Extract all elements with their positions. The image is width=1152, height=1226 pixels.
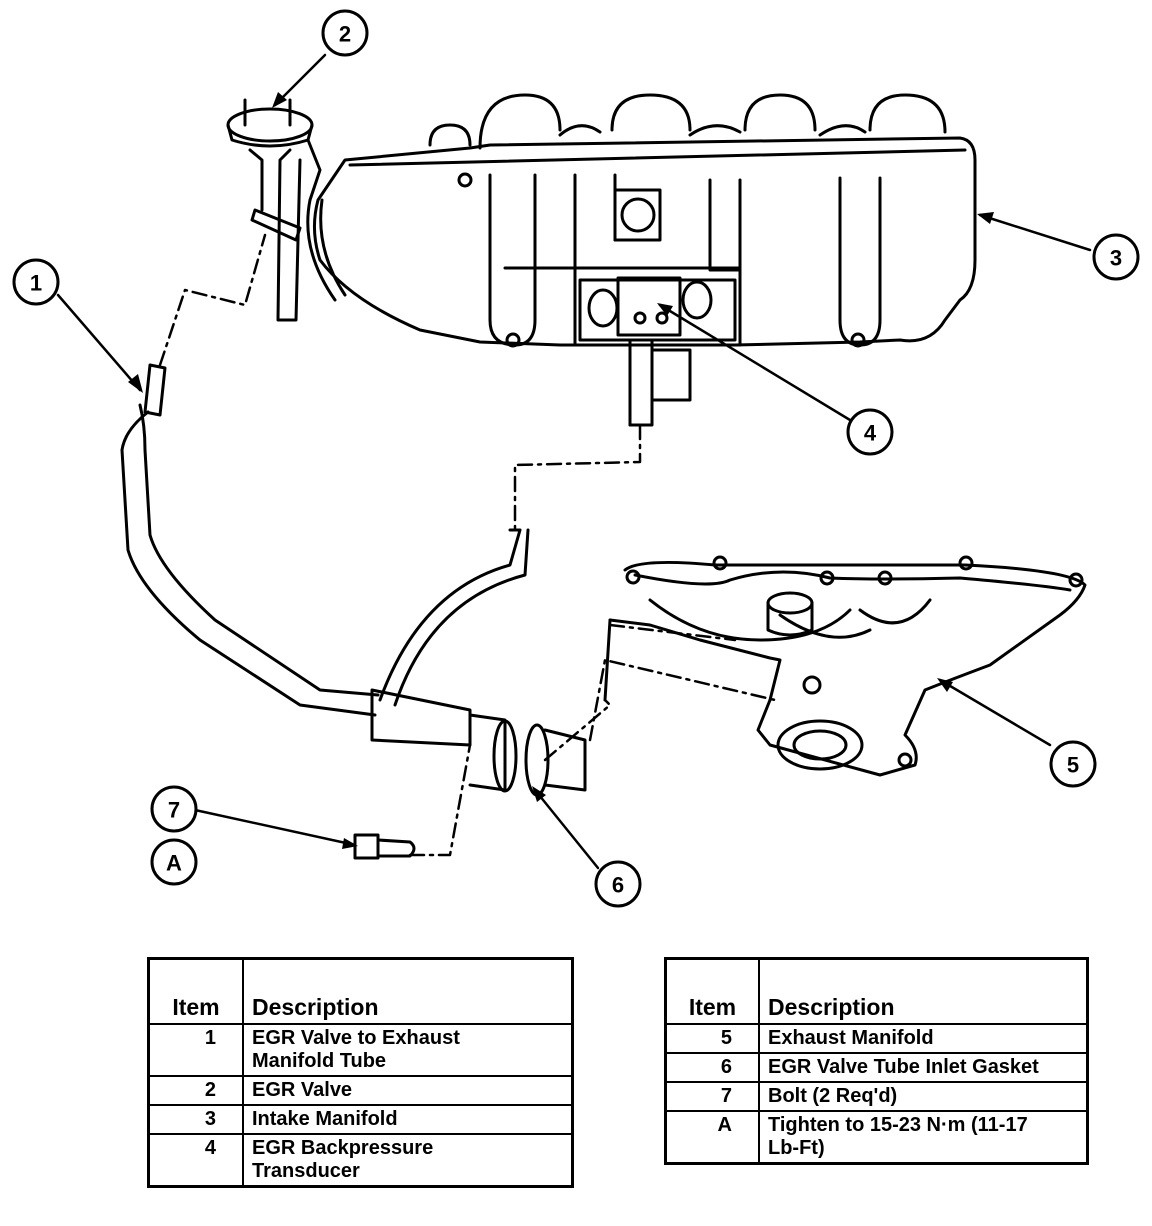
bolt-drawing — [353, 833, 416, 860]
legend-row: 7 Bolt (2 Req'd) — [664, 1081, 1089, 1112]
callout-label-6: 6 — [612, 873, 624, 898]
legend-item-number: 2 — [147, 1075, 244, 1106]
callout-label-a: A — [166, 851, 182, 876]
alignment-lines — [158, 233, 777, 857]
legend-table-right: Item Description 5 Exhaust Manifold 6 EG… — [664, 957, 1089, 1165]
leader-arrowheads — [128, 92, 994, 849]
legend-item-number: 1 — [147, 1023, 244, 1077]
legend-row: 5 Exhaust Manifold — [664, 1023, 1089, 1054]
legend-item-description: EGR Valve — [242, 1075, 574, 1106]
callout-circle-5 — [1049, 740, 1097, 788]
legend-item-description: Intake Manifold — [242, 1104, 574, 1135]
legend-header-description: Description — [242, 957, 574, 1025]
leader-lines — [56, 53, 1092, 870]
callout-circle-a — [150, 838, 198, 886]
egr-backpressure-transducer-drawing — [503, 266, 742, 427]
egr-valve-drawing — [226, 98, 347, 322]
callout-label-1: 1 — [30, 271, 42, 296]
callout-circle-6 — [594, 860, 642, 908]
exhaust-manifold-drawing — [603, 555, 1087, 777]
callout-label-5: 5 — [1067, 753, 1079, 778]
legend-item-number: A — [664, 1110, 760, 1165]
callout-label-2: 2 — [339, 22, 351, 47]
legend-header-row: Item Description — [664, 957, 1089, 1025]
intake-manifold-drawing — [313, 93, 977, 348]
legend-header-item: Item — [664, 957, 760, 1025]
callout-circle-1 — [12, 258, 60, 306]
legend-item-number: 3 — [147, 1104, 244, 1135]
legend-item-number: 4 — [147, 1133, 244, 1188]
legend-item-number: 7 — [664, 1081, 760, 1112]
legend-item-number: 6 — [664, 1052, 760, 1083]
callout-circle-4 — [846, 408, 894, 456]
egr-system-diagram: 2 1 3 4 5 6 7 A — [12, 9, 1140, 908]
legend-row: 6 EGR Valve Tube Inlet Gasket — [664, 1052, 1089, 1083]
legend-item-number: 5 — [664, 1023, 760, 1054]
legend-header-description: Description — [758, 957, 1089, 1025]
callout-circles — [12, 9, 1140, 908]
legend-item-description: Exhaust Manifold — [758, 1023, 1089, 1054]
callout-circle-7 — [150, 785, 198, 833]
legend-item-description: EGR Valve Tube Inlet Gasket — [758, 1052, 1089, 1083]
legend-row: 2 EGR Valve — [147, 1075, 574, 1106]
legend-item-description: Bolt (2 Req'd) — [758, 1081, 1089, 1112]
callout-label-4: 4 — [864, 421, 877, 446]
egr-tube-drawing — [120, 363, 587, 797]
callout-label-3: 3 — [1110, 246, 1122, 271]
callout-label-7: 7 — [168, 798, 180, 823]
legend-row: 3 Intake Manifold — [147, 1104, 574, 1135]
legend-header-row: Item Description — [147, 957, 574, 1025]
callout-circle-3 — [1092, 233, 1140, 281]
callout-circle-2 — [321, 9, 369, 57]
legend-header-item: Item — [147, 957, 244, 1025]
